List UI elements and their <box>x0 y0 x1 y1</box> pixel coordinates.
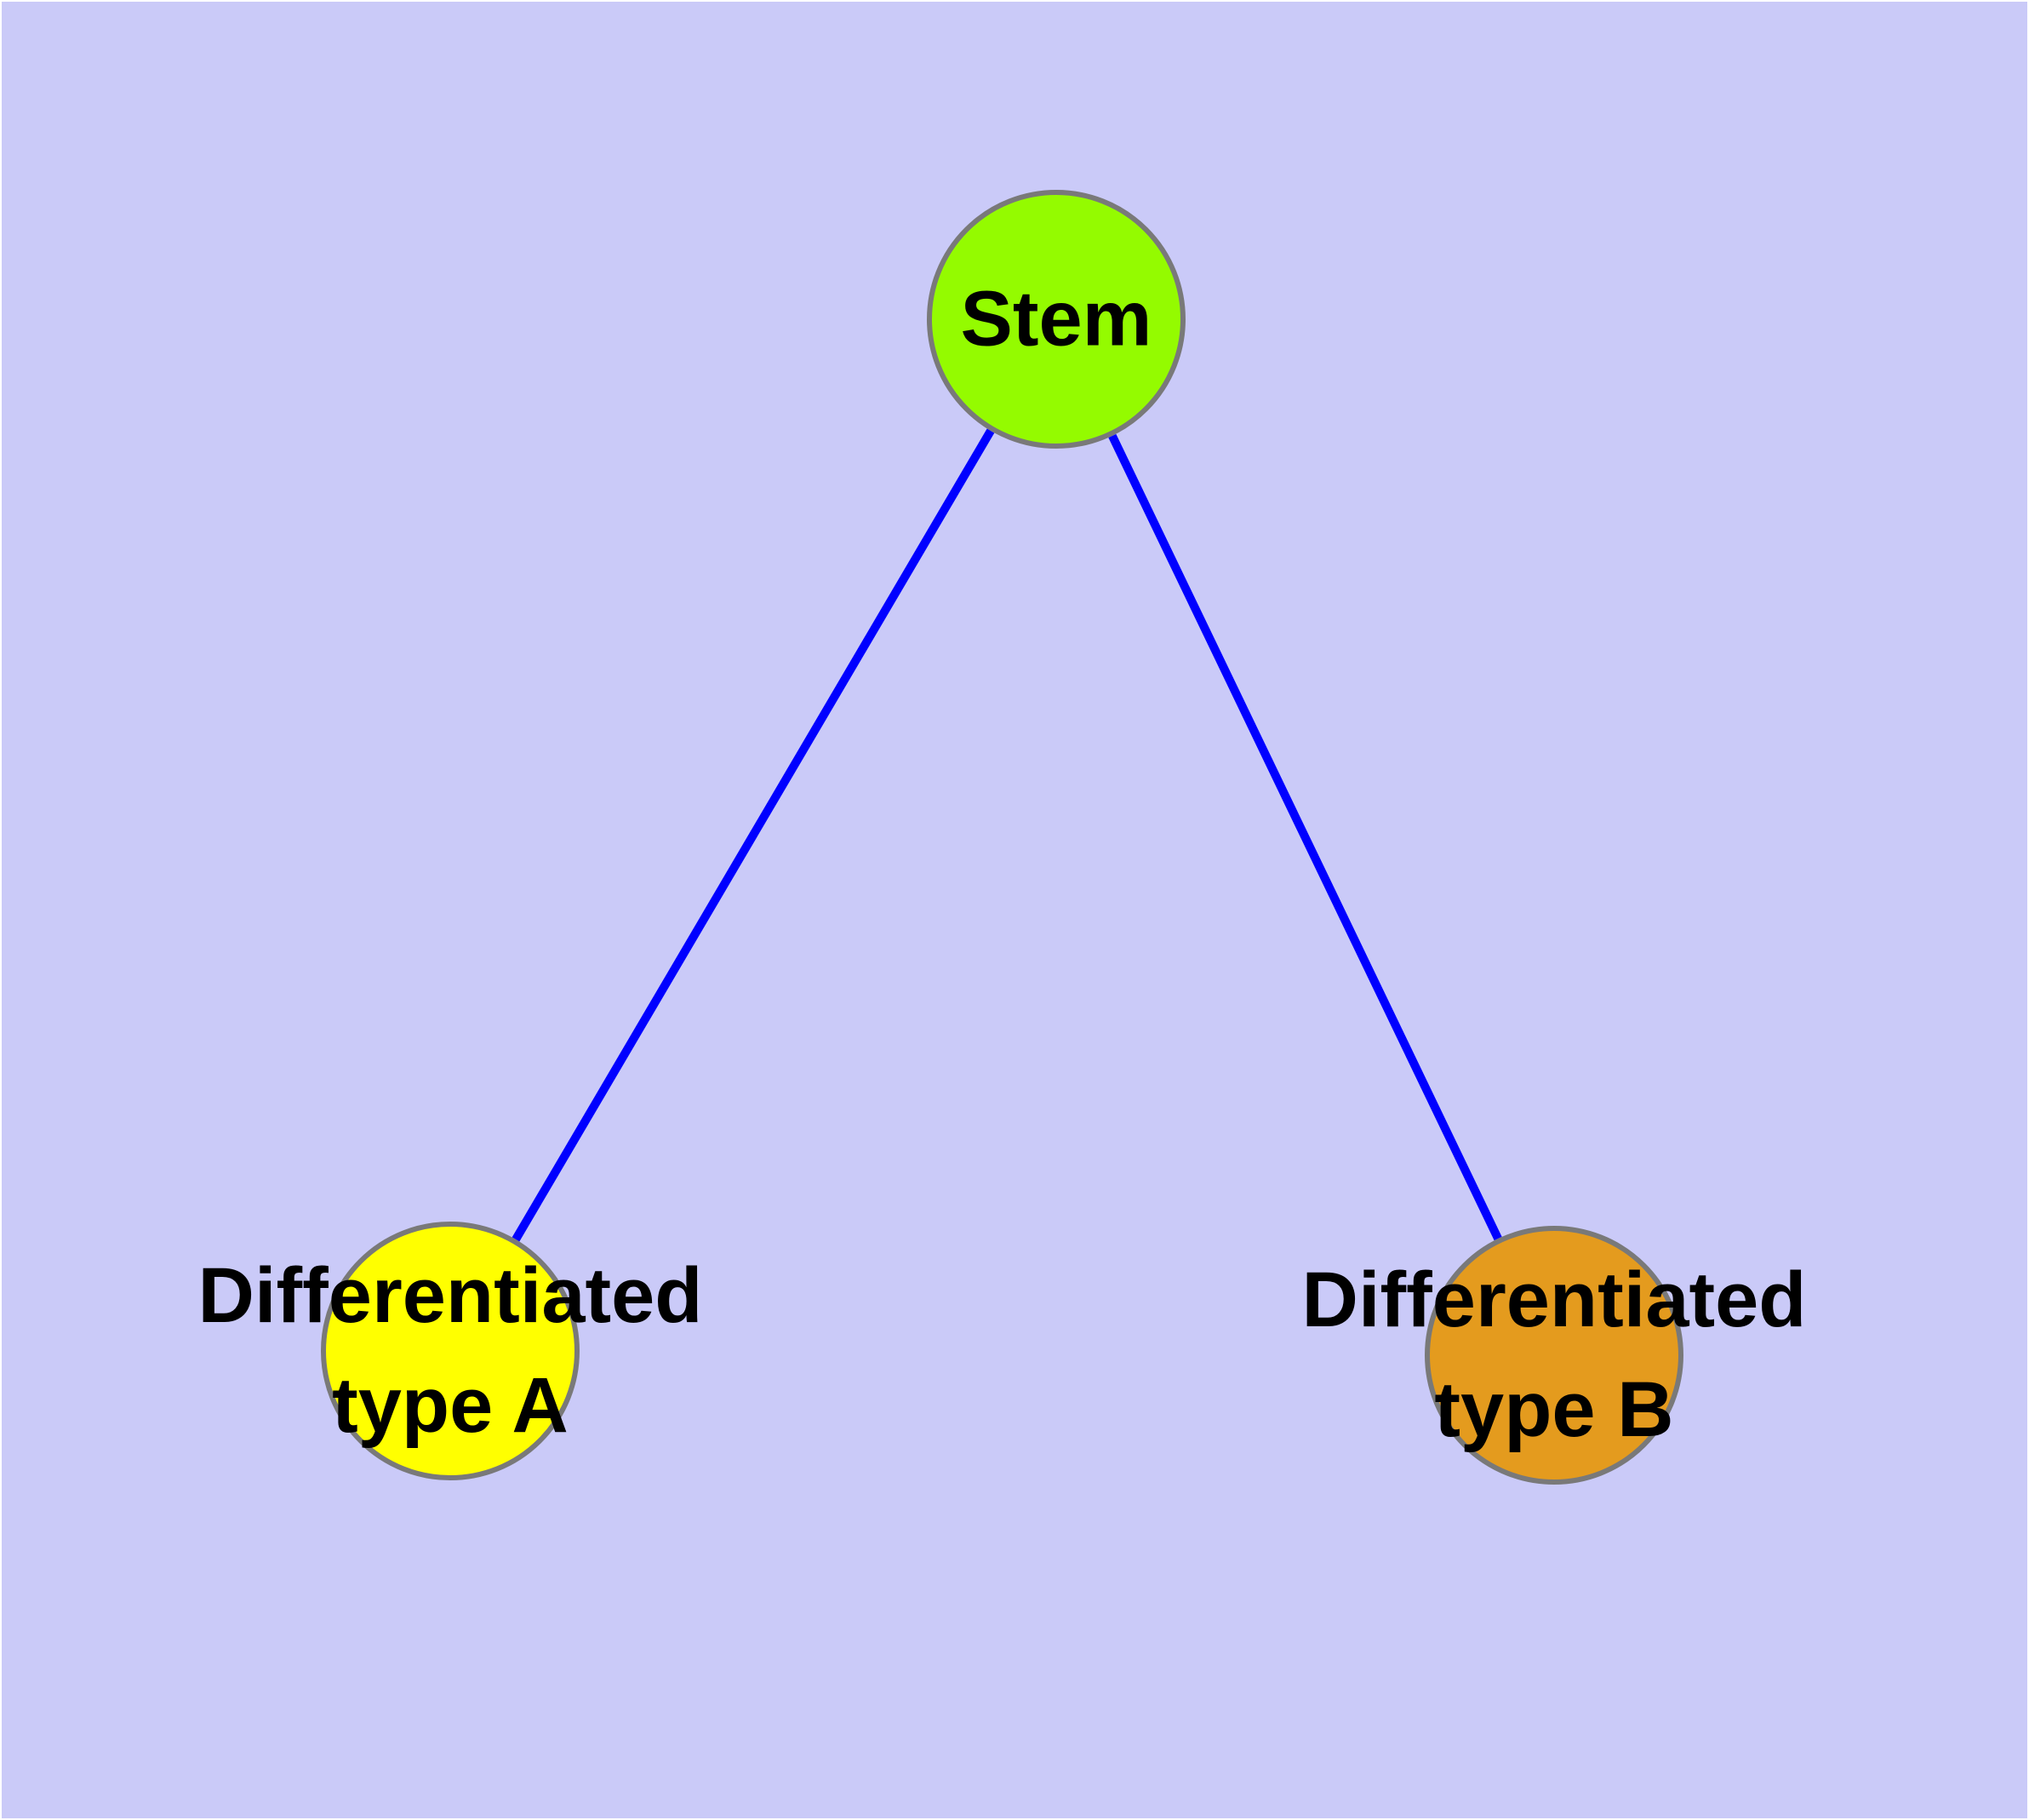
node-differentiated-type-a-label: Differentiated type A <box>198 1241 703 1461</box>
node-differentiated-type-a <box>321 1222 580 1480</box>
node-label-line: Stem <box>960 275 1152 363</box>
node-differentiated-type-b <box>1425 1226 1683 1485</box>
edge-stem-to-diff-b <box>1108 433 1502 1241</box>
node-stem <box>927 190 1186 449</box>
node-label-line: type A <box>332 1362 569 1449</box>
node-differentiated-type-b-label: Differentiated type B <box>1302 1245 1807 1465</box>
node-stem-label: Stem <box>961 265 1152 375</box>
edge-stem-to-diff-a <box>512 428 995 1242</box>
node-label-line: type B <box>1434 1366 1674 1453</box>
node-label-line: Differentiated <box>1301 1256 1807 1344</box>
node-label-line: Differentiated <box>197 1252 703 1340</box>
